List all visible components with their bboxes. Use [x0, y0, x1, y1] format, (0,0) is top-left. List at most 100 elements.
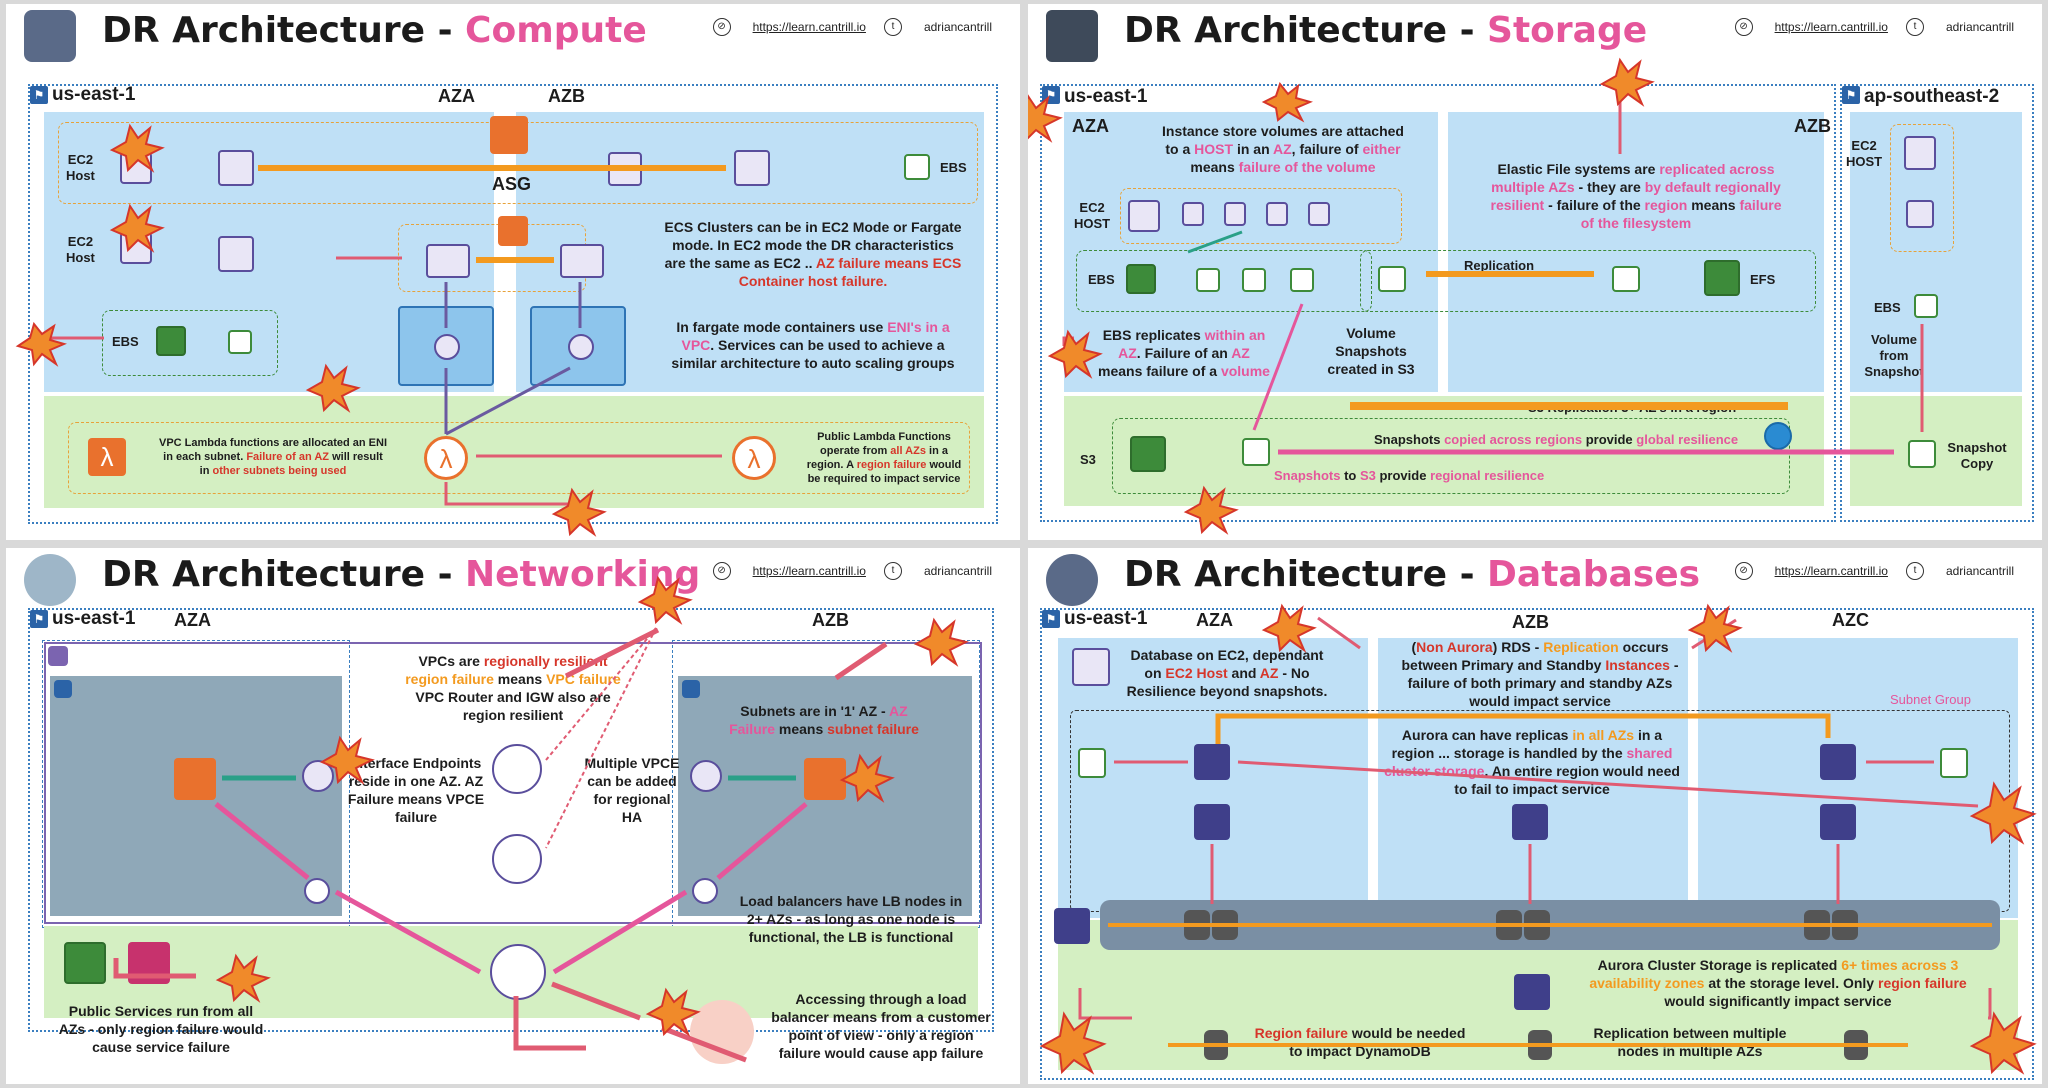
slide-title: DR Architecture - Databases	[1124, 554, 1701, 595]
credit-link[interactable]: https://learn.cantrill.io	[1774, 20, 1888, 34]
storage-node-icon	[1184, 910, 1210, 940]
lb-note: Load balancers have LB nodes in 2+ AZs -…	[739, 893, 963, 945]
aurora-replica-icon	[1512, 804, 1548, 840]
server-rack-icon	[120, 232, 152, 264]
aza-label: AZA	[438, 86, 475, 106]
region-label: us-east-1	[1064, 608, 1148, 629]
volume-snapshots-label: Volume Snapshots created in S3	[1327, 325, 1415, 377]
region-flag-icon: ⚑	[1042, 86, 1060, 104]
region-label-2: ap-southeast-2	[1864, 86, 2000, 107]
server-rack-icon	[120, 152, 152, 184]
ebs-label-left: EBS	[112, 334, 139, 349]
server-rack-icon	[1128, 200, 1160, 232]
instance-icon	[804, 758, 846, 800]
container-host-icon	[560, 244, 604, 278]
storage-node-icon	[1832, 910, 1858, 940]
slide-title: DR Architecture - Compute	[102, 10, 647, 51]
snap-copy-note: Snapshots copied across regions provide …	[1374, 432, 1739, 447]
interface-endpoint-icon	[302, 760, 334, 792]
ec2-host-label-1: EC2 Host	[66, 152, 95, 183]
region-box-2	[1840, 84, 2034, 522]
storage-node-icon	[1212, 910, 1238, 940]
storage-node-icon	[1804, 910, 1830, 940]
region-flag-icon: ⚑	[30, 86, 48, 104]
ebs-service-icon	[156, 326, 186, 356]
twitter-icon: t	[1905, 562, 1924, 580]
slide-storage: DR Architecture - Storage ⊘https://learn…	[1028, 4, 2042, 540]
lambda-vpc-note: VPC Lambda functions are allocated an EN…	[159, 437, 387, 477]
eni-icon	[434, 334, 460, 360]
lb-node-icon	[692, 878, 718, 904]
dynamodb-node-icon	[1204, 1030, 1228, 1060]
aurora-replica-icon	[1820, 804, 1856, 840]
subnet-lock-icon	[682, 680, 700, 698]
lambda-public-note: Public Lambda Functions operate from all…	[806, 431, 962, 485]
region-flag-icon: ⚑	[1042, 610, 1060, 628]
compass-icon: ⊘	[1734, 562, 1753, 580]
subnet-lock-icon	[54, 680, 72, 698]
ebs-volume-icon	[1196, 268, 1220, 292]
region-box-1	[1040, 84, 1836, 522]
aza-label: AZA	[1072, 116, 1109, 136]
s3-bucket-icon	[1130, 436, 1166, 472]
s3-bucket-icon	[64, 942, 106, 984]
ebs-volume-icon	[904, 154, 930, 180]
ebs-volume-icon	[1242, 268, 1266, 292]
ebs-volume-icon	[228, 330, 252, 354]
ebs-group	[102, 310, 278, 376]
container-host-icon	[426, 244, 470, 278]
vpc-note: VPCs are regionally resilient region fai…	[405, 653, 621, 723]
region-label-1: us-east-1	[1064, 86, 1148, 107]
aurora-icon	[1054, 908, 1090, 944]
region-label: us-east-1	[52, 84, 136, 105]
internet-gateway-icon	[492, 834, 542, 884]
efs-icon	[1704, 260, 1740, 296]
volume-from-snapshot-label: Volume from Snapshot	[1864, 332, 1924, 379]
vpc-icon	[48, 646, 68, 666]
az-divider	[494, 112, 516, 392]
replication-nodes-note: Replication between multiple nodes in mu…	[1593, 1025, 1787, 1059]
region-flag-icon: ⚑	[30, 610, 48, 628]
subnet-group-label: Subnet Group	[1890, 692, 1971, 707]
efs-group	[1360, 250, 1816, 312]
asg-label: ASG	[492, 174, 532, 194]
server-rack-icon	[1904, 136, 1936, 170]
credit-link[interactable]: https://learn.cantrill.io	[752, 564, 866, 578]
compass-icon: ⊘	[712, 562, 731, 580]
azb-label: AZB	[548, 86, 585, 106]
ecs-note: ECS Clusters can be in EC2 Mode or Farga…	[664, 219, 962, 289]
public-services-note: Public Services run from all AZs - only …	[58, 1003, 264, 1055]
credit-link[interactable]: https://learn.cantrill.io	[1774, 564, 1888, 578]
aza-label: AZA	[174, 610, 211, 630]
lb-node-icon	[304, 878, 330, 904]
credit-handle: adriancantrill	[1945, 20, 2014, 34]
credit-handle: adriancantrill	[923, 20, 992, 34]
aurora-replica-icon	[1194, 804, 1230, 840]
dynamodb-node-icon	[1844, 1030, 1868, 1060]
aza-label: AZA	[1196, 610, 1233, 630]
asg-icon	[490, 116, 528, 154]
efs-mount-icon	[1378, 266, 1406, 292]
azb-label: AZB	[1794, 116, 1831, 136]
multiple-vpce-note: Multiple VPCE can be added for regional …	[584, 755, 680, 825]
azb-label: AZB	[812, 610, 849, 630]
server-rack-icon	[1046, 10, 1098, 62]
ebs-volume-icon	[1940, 748, 1968, 778]
chip-icon	[218, 236, 254, 272]
instance-store-icon	[1266, 202, 1288, 226]
ec2-host-label-2: EC2 Host	[66, 234, 95, 265]
ecs-icon	[498, 216, 528, 246]
ebs-group	[1076, 250, 1372, 312]
rds-instance-icon	[1194, 744, 1230, 780]
twitter-icon: t	[1905, 18, 1924, 36]
aza-band	[1064, 112, 1438, 392]
subnet-note: Subnets are in '1' AZ - AZ Failure means…	[729, 703, 919, 737]
dynamodb-node-icon	[1528, 1030, 1552, 1060]
satellite-icon	[24, 554, 76, 606]
dynamodb-icon	[1514, 974, 1550, 1010]
s3-label: S3	[1080, 452, 1096, 467]
slide-databases: DR Architecture - Databases ⊘ https://lea…	[1028, 548, 2042, 1084]
credit-link[interactable]: https://learn.cantrill.io	[752, 20, 866, 34]
twitter-icon: t	[883, 18, 902, 36]
